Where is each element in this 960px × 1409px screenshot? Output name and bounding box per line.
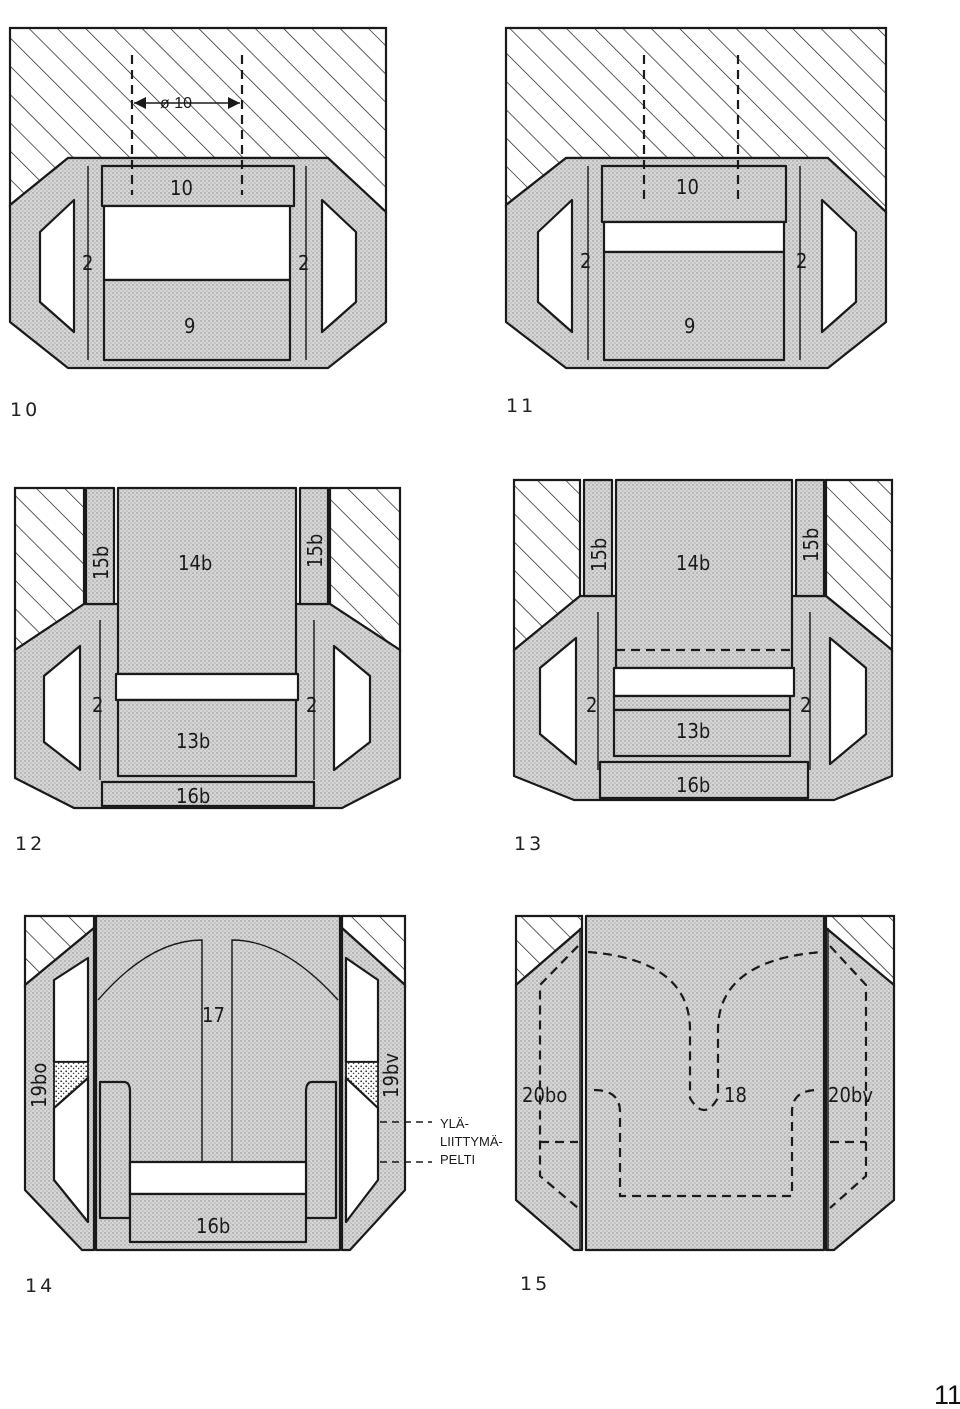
part-label-2-right: 2 xyxy=(306,693,317,717)
flue-opening xyxy=(602,220,786,254)
figure-number: 11 xyxy=(506,395,536,417)
part-label-14b: 14b xyxy=(178,551,212,575)
dimension-label: ø 10 xyxy=(160,95,192,112)
part-label-2-left: 2 xyxy=(92,693,103,717)
figure-number: 12 xyxy=(15,833,45,855)
block-16b xyxy=(598,760,810,800)
part-label-20bo: 20bo xyxy=(522,1083,567,1107)
part-label-15b-left: 15b xyxy=(89,546,113,580)
part-label-13b: 13b xyxy=(676,719,710,743)
part-label-2-right: 2 xyxy=(800,693,811,717)
figure-10: ø 10 10 9 2 2 10 xyxy=(8,26,388,421)
part-label-16b: 16b xyxy=(676,773,710,797)
figure-number: 13 xyxy=(514,833,544,855)
block-9 xyxy=(602,250,786,362)
side-block-20bv xyxy=(824,926,896,1252)
part-label-15b-left: 15b xyxy=(587,538,611,572)
block-16b xyxy=(100,780,316,808)
figure-12: 15b 15b 14b 13b 16b 2 2 12 xyxy=(13,486,402,855)
part-label-2-left: 2 xyxy=(82,251,93,275)
part-label-16b: 16b xyxy=(196,1214,230,1238)
flue-opening xyxy=(612,666,796,698)
part-label-15b-right: 15b xyxy=(303,534,327,568)
part-label-18: 18 xyxy=(724,1083,747,1107)
side-block-20bo xyxy=(514,926,584,1252)
figure-11: 10 9 2 2 11 xyxy=(504,26,888,417)
side-channel-right xyxy=(828,636,868,766)
side-channel-right xyxy=(332,644,372,772)
block-10 xyxy=(100,164,296,208)
part-label-14b: 14b xyxy=(676,551,710,575)
part-label-17: 17 xyxy=(202,1003,225,1027)
page-number: 11 xyxy=(934,1380,960,1409)
block-13b xyxy=(612,708,792,758)
block-10 xyxy=(600,164,788,224)
part-label-10: 10 xyxy=(170,176,193,200)
figure-15: 20bo 18 20bv 15 xyxy=(514,914,896,1295)
figure-number: 14 xyxy=(25,1275,55,1297)
part-label-20bv: 20bv xyxy=(828,1083,873,1107)
column-15b-right xyxy=(298,486,330,606)
hidden-contour-center xyxy=(587,950,823,1112)
figure-14: 17 16b 19bo 19bv YLÄ- LIITTYMÄ- PELTI 14 xyxy=(23,914,503,1297)
side-channel-right xyxy=(320,198,358,334)
part-label-2-left: 2 xyxy=(586,693,597,717)
part-label-16b: 16b xyxy=(176,784,210,808)
dimension-arrow-right xyxy=(228,97,240,109)
annotation-line-2: LIITTYMÄ- xyxy=(440,1134,503,1149)
part-label-2-right: 2 xyxy=(298,251,309,275)
block-16b xyxy=(128,1192,308,1244)
figure-number: 10 xyxy=(10,399,40,421)
figure-number: 15 xyxy=(520,1273,550,1295)
annotation-line-1: YLÄ- xyxy=(440,1116,469,1131)
dimension-arrow-left xyxy=(134,97,146,109)
part-label-9: 9 xyxy=(184,314,195,338)
hidden-contour-left-side xyxy=(538,945,579,1209)
block-17-right-curve xyxy=(231,939,339,1162)
inner-block-left xyxy=(98,1080,132,1220)
block-14b xyxy=(116,486,298,676)
part-label-15b-right: 15b xyxy=(799,528,823,562)
block-13b xyxy=(116,698,298,778)
part-label-9: 9 xyxy=(684,314,695,338)
part-label-2-left: 2 xyxy=(580,249,591,273)
side-channel-left xyxy=(536,198,574,334)
column-15b-right xyxy=(794,478,826,598)
flue-opening xyxy=(128,1160,308,1196)
column-15b-left xyxy=(582,478,614,598)
side-channel-left xyxy=(38,198,76,334)
block-14b xyxy=(614,478,794,670)
side-channel-right-lower xyxy=(344,1076,380,1224)
part-label-2-right: 2 xyxy=(796,249,807,273)
annotation-line-3: PELTI xyxy=(440,1152,475,1167)
flue-opening xyxy=(102,204,292,282)
part-label-19bv: 19bv xyxy=(379,1053,403,1098)
block-17-left-curve xyxy=(97,939,203,1162)
side-channel-left xyxy=(42,644,82,772)
side-channel-left-lower xyxy=(52,1076,90,1224)
side-channel-right xyxy=(820,198,858,334)
flue-opening xyxy=(114,672,300,702)
part-label-13b: 13b xyxy=(176,729,210,753)
block-18 xyxy=(584,914,826,1252)
figure-13: 15b 15b 14b 13b 16b 2 2 13 xyxy=(512,478,894,855)
part-label-10: 10 xyxy=(676,175,699,199)
hidden-contour-bottom xyxy=(593,1088,819,1198)
block-9 xyxy=(102,278,292,362)
block-13b-top xyxy=(612,694,792,712)
column-15b-left xyxy=(84,486,116,606)
side-channel-left xyxy=(538,636,578,766)
part-label-19bo: 19bo xyxy=(27,1063,51,1108)
inner-block-right xyxy=(304,1080,338,1220)
